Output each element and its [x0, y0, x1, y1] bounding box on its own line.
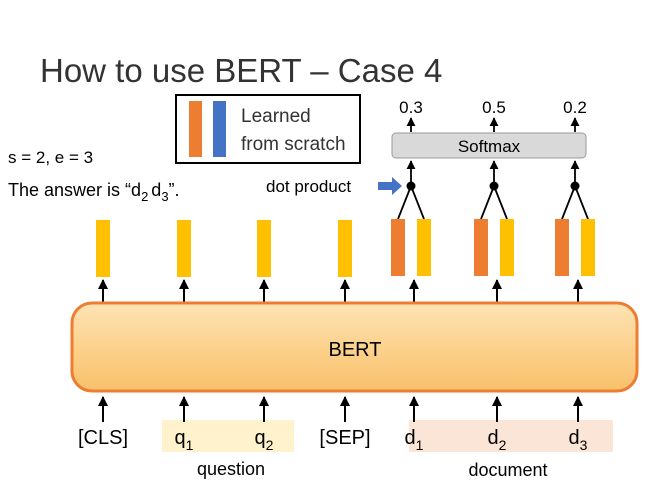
legend-line-1: Learned — [241, 106, 311, 127]
dot-product-label: dot product — [266, 177, 351, 196]
input-token: d1 — [405, 427, 424, 453]
bert-label: BERT — [329, 339, 382, 361]
legend: Learned from scratch — [175, 94, 361, 164]
legend-line-2: from scratch — [241, 134, 346, 155]
span-indices: s = 2, e = 3 — [8, 148, 93, 167]
token-vector — [500, 219, 514, 276]
input-token: [SEP] — [319, 427, 370, 449]
token-vector — [96, 220, 110, 277]
dot-line — [493, 185, 508, 220]
document-label: document — [468, 460, 547, 480]
output-vectors — [96, 219, 595, 277]
start-vector — [391, 219, 405, 276]
softmax-output-value: 0.2 — [563, 98, 587, 117]
dot-line — [410, 185, 425, 220]
start-vector — [474, 219, 488, 276]
start-vector — [555, 219, 569, 276]
slide-title: How to use BERT – Case 4 — [40, 52, 442, 89]
question-label: question — [197, 459, 265, 479]
legend-orange-vector — [189, 101, 202, 157]
legend-box — [175, 94, 361, 164]
input-tokens: [CLS] q1 q2 [SEP] d1 d2 d3 — [78, 427, 588, 453]
dot-product-node — [570, 181, 580, 191]
softmax-outputs: 0.3 0.5 0.2 — [399, 98, 587, 132]
input-token: q1 — [175, 427, 194, 453]
dot-line — [574, 185, 589, 220]
softmax-label: Softmax — [458, 137, 521, 156]
input-token: q2 — [255, 427, 274, 453]
bert-output-arrows — [98, 279, 583, 302]
dot-product-nodes — [397, 160, 589, 220]
input-token: d3 — [569, 427, 588, 453]
bert-box — [70, 301, 639, 393]
dot-product-node — [406, 181, 416, 191]
token-vector — [417, 219, 431, 276]
input-arrows — [98, 396, 583, 422]
softmax-output-value: 0.3 — [399, 98, 423, 117]
dot-line — [480, 185, 495, 220]
dot-product-arrow-icon — [378, 177, 402, 195]
dot-line — [397, 185, 412, 220]
softmax-output-value: 0.5 — [482, 98, 506, 117]
document-highlight — [409, 420, 613, 452]
token-vector — [257, 220, 271, 277]
token-vector — [177, 220, 191, 277]
input-token: [CLS] — [78, 427, 128, 449]
question-highlight — [162, 420, 294, 452]
legend-blue-vector — [213, 101, 226, 157]
dot-product-node — [489, 181, 499, 191]
token-vector — [581, 219, 595, 276]
softmax-box — [391, 132, 587, 159]
input-token: d2 — [488, 427, 507, 453]
token-vector — [338, 220, 352, 277]
dot-line — [561, 185, 576, 220]
